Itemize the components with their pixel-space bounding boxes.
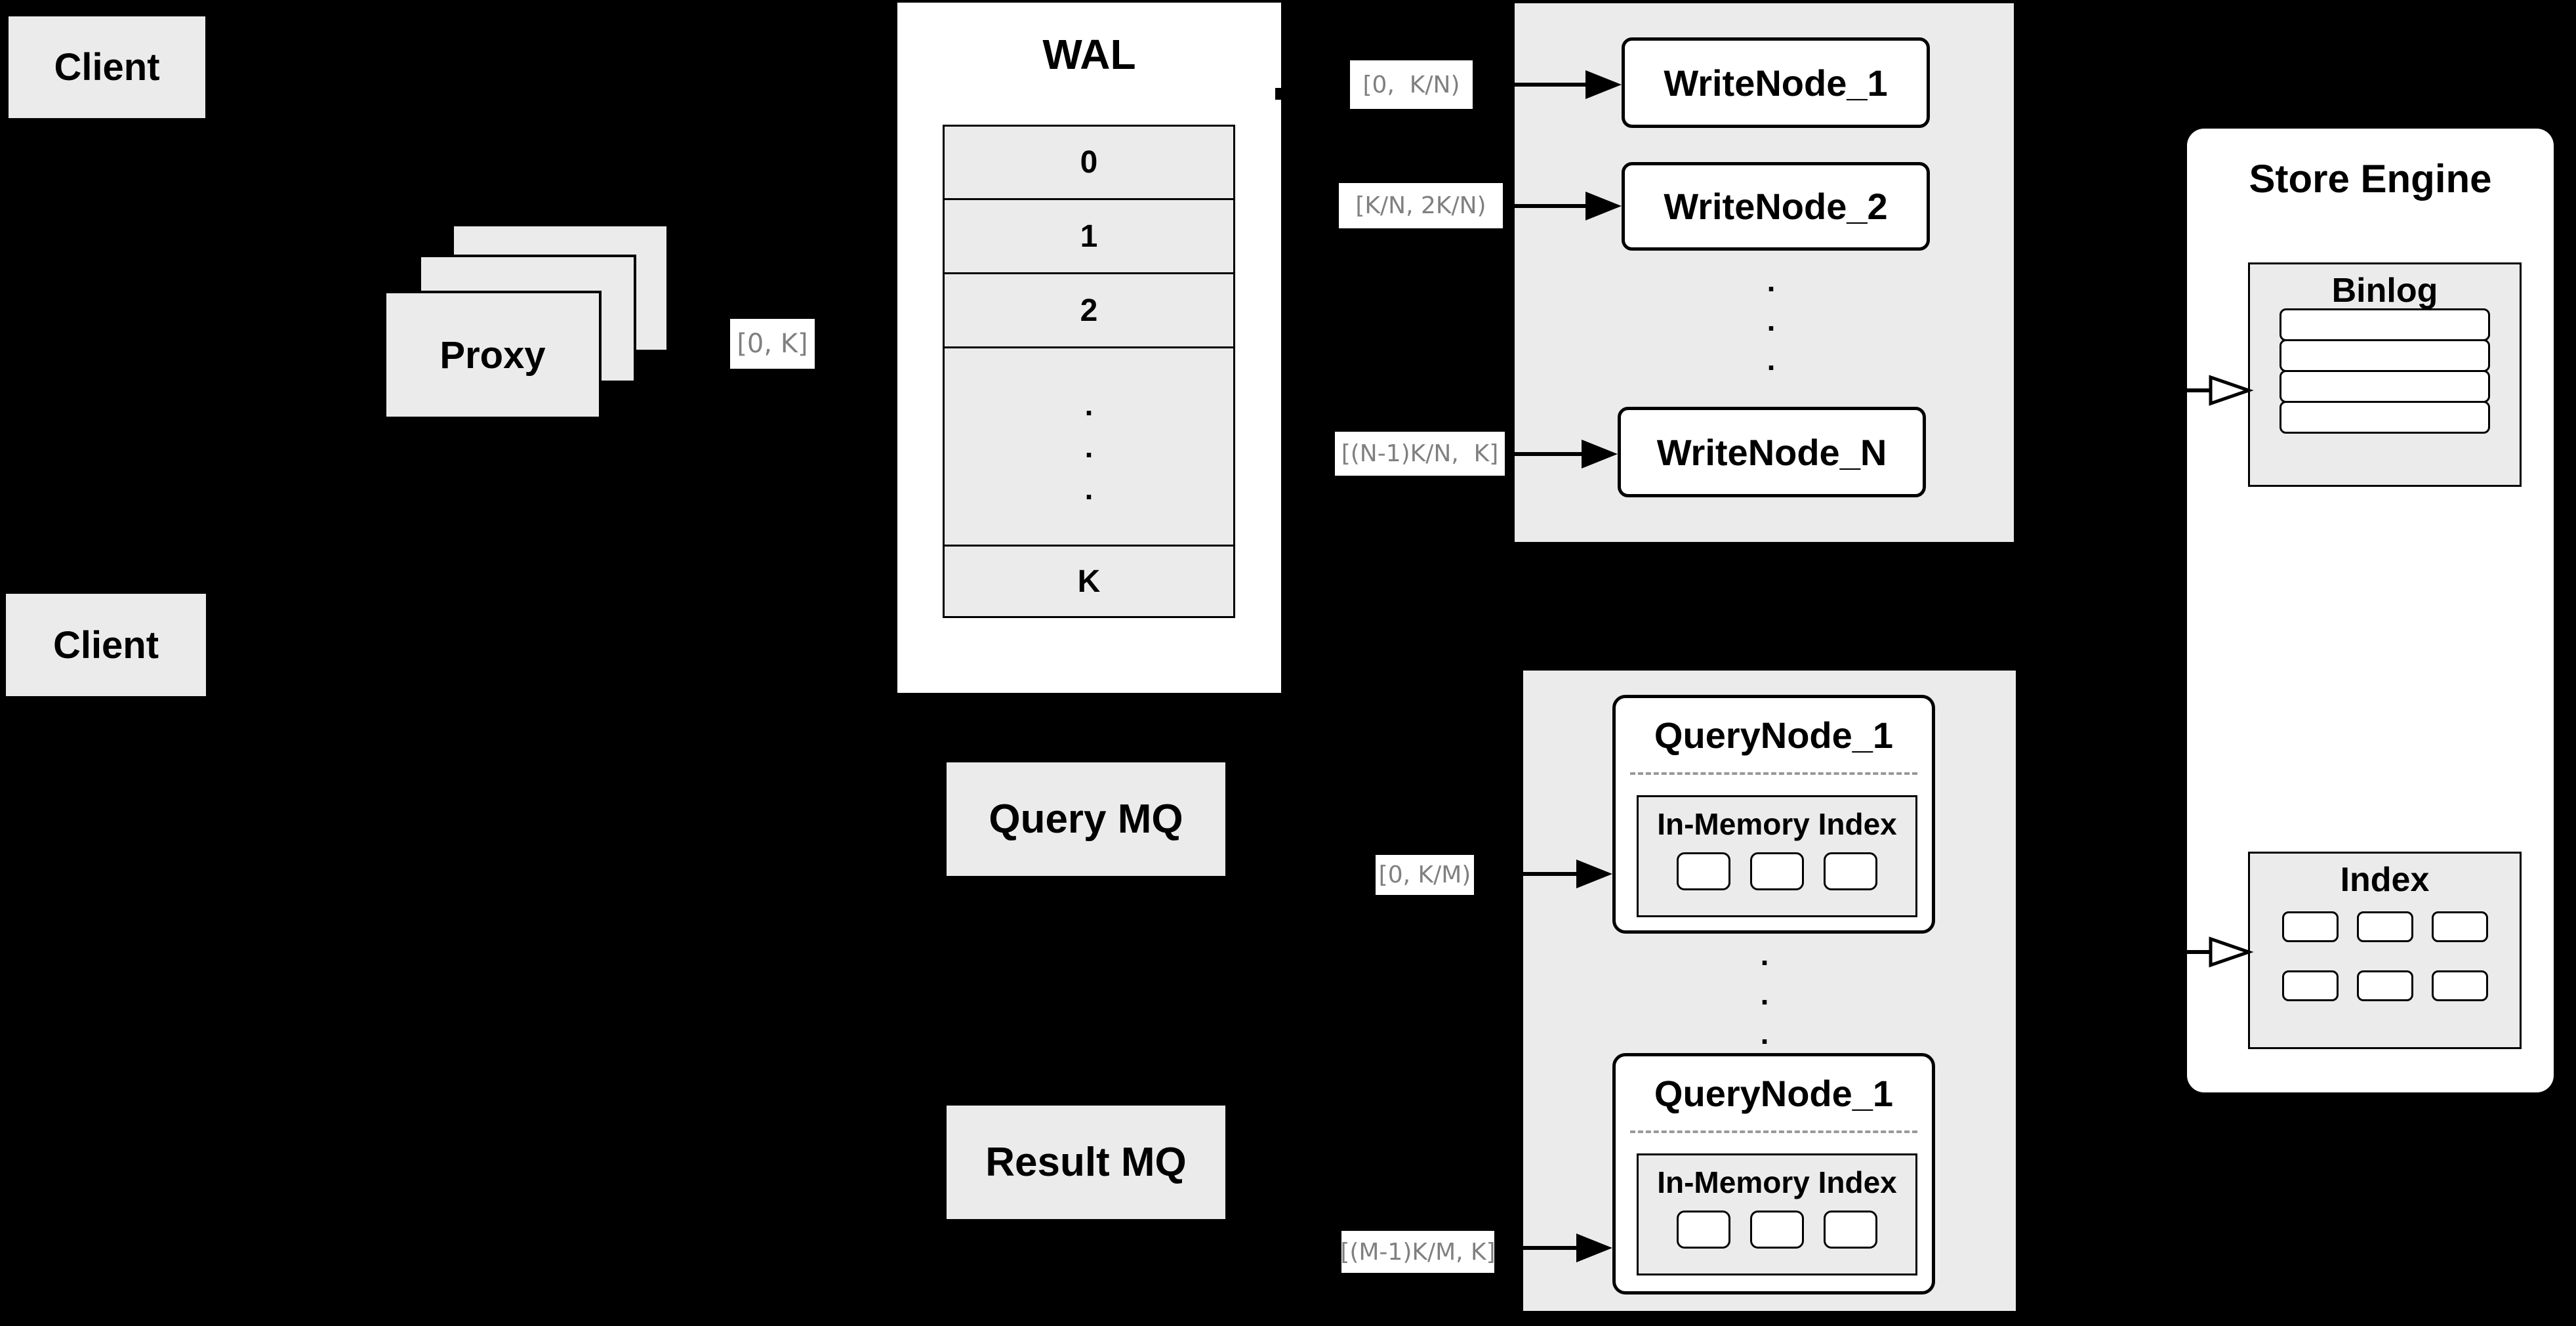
query-node-2-title: QueryNode_1 <box>1654 1073 1894 1114</box>
in-memory-index-box: In-Memory Index <box>1637 1153 1917 1275</box>
index-segment-cell <box>1677 1211 1730 1249</box>
write-node-2: WriteNode_2 <box>1622 162 1930 251</box>
wal-table: 0 1 2 . . . K <box>943 125 1235 618</box>
client-top-box: Client <box>9 16 205 118</box>
binlog-row <box>2280 308 2490 341</box>
query-mq-box: Query MQ <box>947 762 1225 876</box>
index-segment-cell <box>1750 852 1804 890</box>
wal-row-0: 0 <box>943 125 1235 200</box>
in-memory-index-title: In-Memory Index <box>1657 807 1897 841</box>
index-cell <box>2356 911 2413 942</box>
binlog-box: Binlog <box>2248 262 2522 487</box>
range-label-proxy-wal: [0, K] <box>730 319 815 369</box>
range-label-writenode-n: [(N-1)K/N, K] <box>1335 432 1505 476</box>
query-node-ellipsis: . . . <box>1760 938 1769 1050</box>
store-engine-title: Store Engine <box>2249 157 2492 201</box>
arrow-shaft-writenode-1 <box>1473 83 1585 87</box>
arrow-head-writenode-n <box>1582 440 1618 468</box>
range-label-writenode-2: [K/N, 2K/N) <box>1339 183 1503 228</box>
query-node-2-divider <box>1630 1130 1917 1133</box>
write-node-1: WriteNode_1 <box>1622 37 1930 128</box>
range-label-writenode-1: [0, K/N) <box>1350 60 1473 109</box>
index-cell <box>2281 970 2339 1001</box>
in-memory-index-cells <box>1639 852 1915 890</box>
in-memory-index-cells <box>1639 1211 1915 1249</box>
index-cell <box>2356 970 2413 1001</box>
arrow-shaft-querynode-1 <box>1474 872 1576 876</box>
in-memory-index-title: In-Memory Index <box>1657 1165 1897 1199</box>
index-cell <box>2431 911 2488 942</box>
write-node-ellipsis: . . . <box>1767 264 1776 377</box>
wal-title: WAL <box>1042 31 1136 78</box>
store-engine-box: Store Engine Binlog Index <box>2187 129 2554 1092</box>
arrow-head-querynode-2 <box>1576 1233 1612 1262</box>
arrow-shaft-querynode-2 <box>1494 1246 1576 1250</box>
query-node-1-divider <box>1630 772 1917 775</box>
range-label-querynode-1: [0, K/M) <box>1376 855 1474 895</box>
arrow-head-querynode-1 <box>1576 860 1612 888</box>
index-cell-grid <box>2250 911 2520 1001</box>
wal-row-1: 1 <box>943 198 1235 274</box>
arrow-shaft-writenode-2 <box>1503 204 1585 208</box>
query-node-1: QueryNode_1 In-Memory Index <box>1612 695 1935 934</box>
result-mq-box: Result MQ <box>947 1106 1225 1219</box>
binlog-row <box>2280 401 2490 434</box>
wal-box: WAL 0 1 2 . . . K <box>897 3 1283 693</box>
range-label-querynode-2: [(M-1)K/M, K] <box>1340 1231 1496 1273</box>
index-cell <box>2431 970 2488 1001</box>
index-segment-cell <box>1750 1211 1804 1249</box>
arrow-hollow-index <box>2125 936 2254 968</box>
in-memory-index-box: In-Memory Index <box>1637 795 1917 917</box>
arrow-head-writenode-2 <box>1585 192 1622 220</box>
binlog-title: Binlog <box>2331 272 2438 310</box>
query-node-1-title: QueryNode_1 <box>1654 715 1894 756</box>
index-title: Index <box>2340 861 2430 899</box>
wal-row-dots: . . . <box>943 346 1235 547</box>
wal-row-k: K <box>943 545 1235 618</box>
index-segment-cell <box>1824 852 1877 890</box>
arrow-hollow-binlog <box>2125 375 2254 406</box>
arrow-head-writenode-1 <box>1585 70 1622 99</box>
index-box: Index <box>2248 852 2522 1049</box>
index-cell <box>2281 911 2339 942</box>
wal-row-2: 2 <box>943 272 1235 348</box>
proxy-box-front: Proxy <box>384 291 602 419</box>
write-node-n: WriteNode_N <box>1618 407 1926 497</box>
binlog-row <box>2280 339 2490 372</box>
index-segment-cell <box>1824 1211 1877 1249</box>
wal-arrow-stub <box>1275 88 1283 100</box>
index-segment-cell <box>1677 852 1730 890</box>
binlog-row <box>2280 370 2490 403</box>
query-node-2: QueryNode_1 In-Memory Index <box>1612 1053 1935 1295</box>
arrow-shaft-writenode-n <box>1505 452 1582 456</box>
client-bottom-box: Client <box>6 594 206 696</box>
